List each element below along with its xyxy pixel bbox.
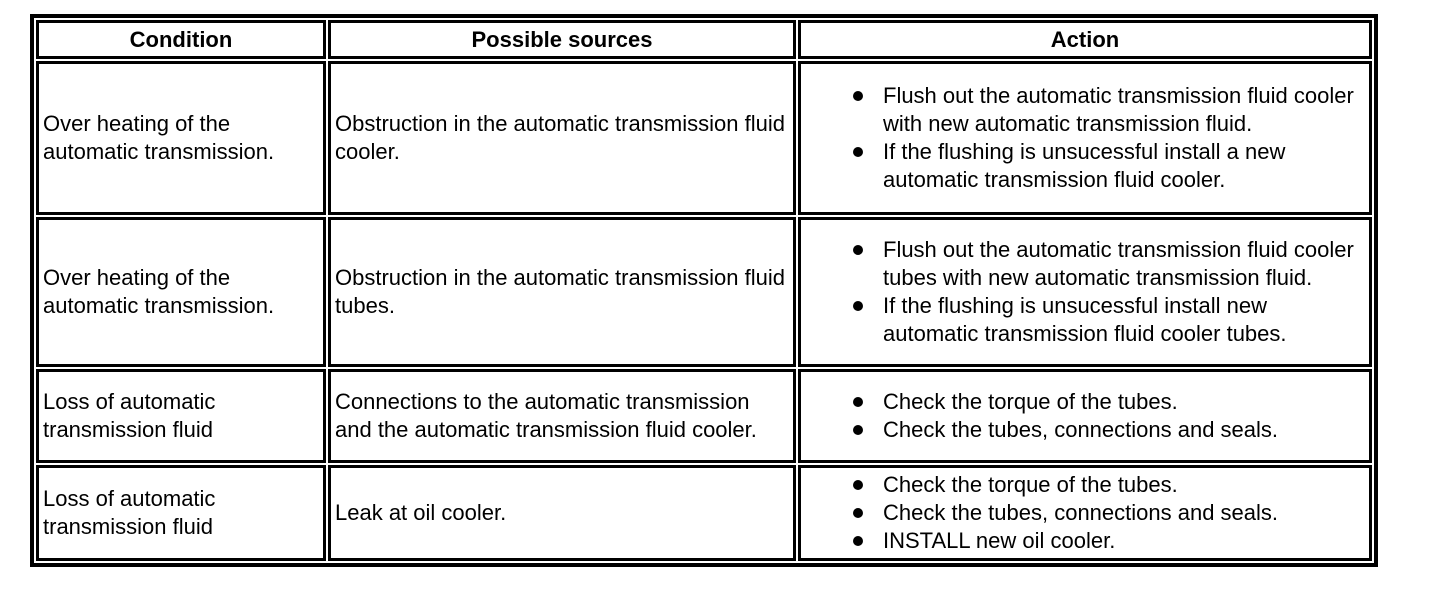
header-action: Action bbox=[798, 20, 1372, 59]
condition-cell: Loss of automatic transmission fluid bbox=[36, 465, 326, 561]
action-cell: Flush out the automatic transmission flu… bbox=[798, 61, 1372, 215]
table-row-overheating-cooler: Over heating of the automatic transmissi… bbox=[36, 61, 1372, 215]
possible-sources-cell: Obstruction in the automatic transmissio… bbox=[328, 217, 796, 367]
header-possible-sources: Possible sources bbox=[328, 20, 796, 59]
condition-cell: Over heating of the automatic transmissi… bbox=[36, 217, 326, 367]
action-cell: Flush out the automatic transmission flu… bbox=[798, 217, 1372, 367]
condition-cell: Loss of automatic transmission fluid bbox=[36, 369, 326, 463]
possible-sources-cell: Obstruction in the automatic transmissio… bbox=[328, 61, 796, 215]
table-header-row: Condition Possible sources Action bbox=[36, 20, 1372, 59]
action-item: Check the tubes, connections and seals. bbox=[853, 416, 1363, 444]
action-item: Check the tubes, connections and seals. bbox=[853, 499, 1363, 527]
header-condition: Condition bbox=[36, 20, 326, 59]
action-item: If the flushing is unsucessful install a… bbox=[853, 138, 1363, 194]
action-list: Check the torque of the tubes. Check the… bbox=[803, 471, 1367, 555]
table-row-overheating-tubes: Over heating of the automatic transmissi… bbox=[36, 217, 1372, 367]
action-item: Flush out the automatic transmission flu… bbox=[853, 82, 1363, 138]
troubleshooting-table: Condition Possible sources Action Over h… bbox=[30, 14, 1378, 567]
action-item: Flush out the automatic transmission flu… bbox=[853, 236, 1363, 292]
action-cell: Check the torque of the tubes. Check the… bbox=[798, 369, 1372, 463]
action-item: Check the torque of the tubes. bbox=[853, 471, 1363, 499]
possible-sources-cell: Leak at oil cooler. bbox=[328, 465, 796, 561]
possible-sources-cell: Connections to the automatic transmissio… bbox=[328, 369, 796, 463]
table-row-fluid-loss-connections: Loss of automatic transmission fluid Con… bbox=[36, 369, 1372, 463]
condition-cell: Over heating of the automatic transmissi… bbox=[36, 61, 326, 215]
action-item: Check the torque of the tubes. bbox=[853, 388, 1363, 416]
action-item: INSTALL new oil cooler. bbox=[853, 527, 1363, 555]
action-list: Check the torque of the tubes. Check the… bbox=[803, 388, 1367, 444]
action-list: Flush out the automatic transmission flu… bbox=[803, 236, 1367, 348]
action-cell: Check the torque of the tubes. Check the… bbox=[798, 465, 1372, 561]
action-item: If the flushing is unsucessful install n… bbox=[853, 292, 1363, 348]
action-list: Flush out the automatic transmission flu… bbox=[803, 82, 1367, 194]
table-row-fluid-loss-oil-cooler: Loss of automatic transmission fluid Lea… bbox=[36, 465, 1372, 561]
